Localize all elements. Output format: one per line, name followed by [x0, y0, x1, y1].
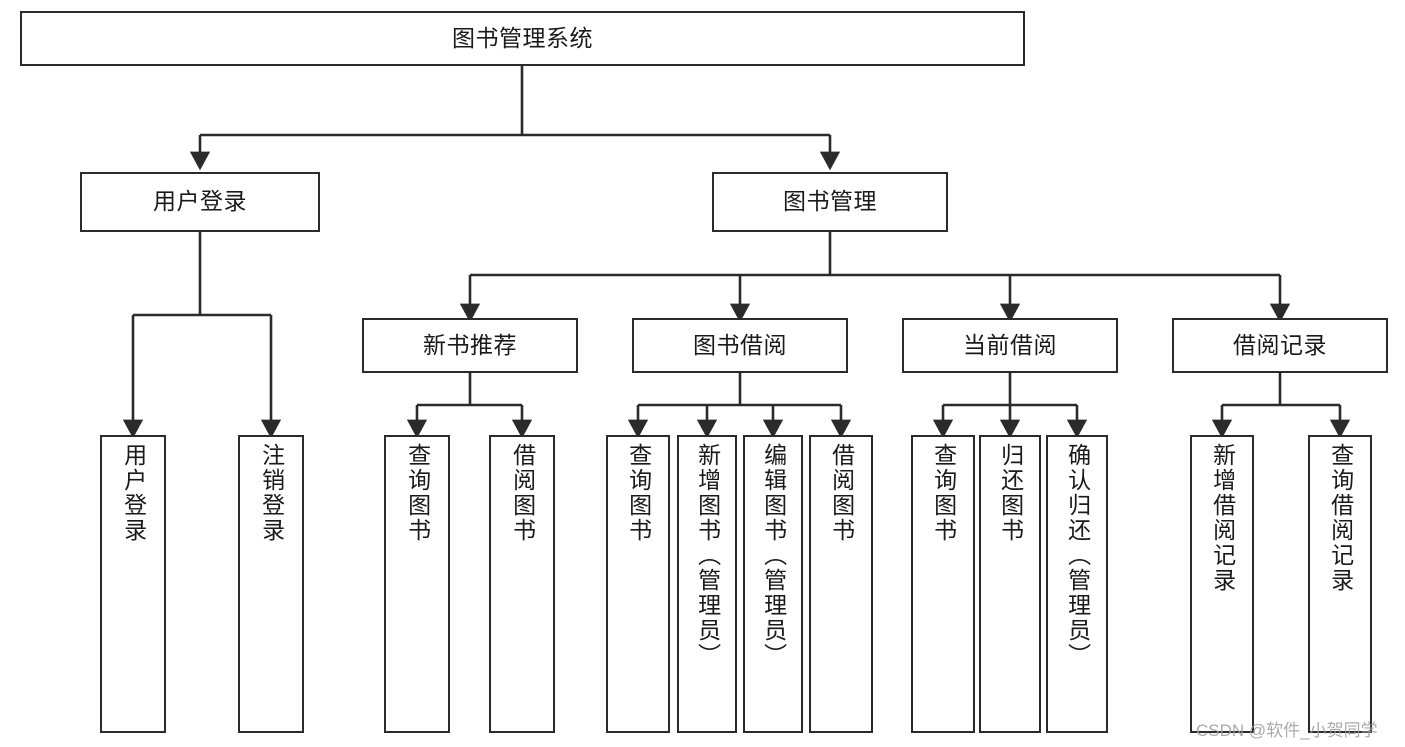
- node-label: 当前借阅: [963, 331, 1057, 358]
- node-leaf-logout-login[interactable]: 注销登录: [238, 435, 304, 733]
- node-root-book-management-system[interactable]: 图书管理系统: [20, 11, 1025, 66]
- node-label: 归还图书: [997, 443, 1024, 543]
- node-leaf-query-borrow-record[interactable]: 查询借阅记录: [1308, 435, 1372, 733]
- node-label: 新书推荐: [423, 331, 517, 358]
- node-label: 用户登录: [120, 443, 147, 543]
- node-label: 用户登录: [153, 188, 247, 215]
- node-label: 编辑图书（管理员）: [760, 443, 787, 668]
- node-label: 确认归还（管理员）: [1064, 443, 1091, 668]
- node-leaf-borrow-book-borrow[interactable]: 借阅图书: [809, 435, 873, 733]
- node-label: 图书管理: [783, 188, 877, 215]
- node-label: 新增图书（管理员）: [694, 443, 721, 668]
- node-leaf-borrow-book-recommend[interactable]: 借阅图书: [489, 435, 555, 733]
- node-leaf-return-book[interactable]: 归还图书: [979, 435, 1041, 733]
- node-label: 查询借阅记录: [1327, 443, 1354, 593]
- node-book-management[interactable]: 图书管理: [712, 172, 948, 232]
- node-label: 借阅图书: [509, 443, 536, 543]
- node-label: 新增借阅记录: [1209, 443, 1236, 593]
- node-leaf-add-book-admin[interactable]: 新增图书（管理员）: [677, 435, 737, 733]
- node-leaf-edit-book-admin[interactable]: 编辑图书（管理员）: [743, 435, 803, 733]
- csdn-watermark: CSDN @软件_小贺同学: [1196, 721, 1378, 740]
- node-leaf-add-borrow-record[interactable]: 新增借阅记录: [1190, 435, 1254, 733]
- node-label: 注销登录: [258, 443, 285, 543]
- node-borrow-record[interactable]: 借阅记录: [1172, 318, 1388, 373]
- node-new-book-recommend[interactable]: 新书推荐: [362, 318, 578, 373]
- node-label: 查询图书: [625, 443, 652, 543]
- node-leaf-query-book-borrow[interactable]: 查询图书: [606, 435, 670, 733]
- node-leaf-query-book-current[interactable]: 查询图书: [911, 435, 975, 733]
- node-label: 查询图书: [404, 443, 431, 543]
- node-user-login[interactable]: 用户登录: [80, 172, 320, 232]
- node-label: 查询图书: [930, 443, 957, 543]
- node-current-borrow[interactable]: 当前借阅: [902, 318, 1118, 373]
- node-label: 图书管理系统: [452, 24, 593, 51]
- node-leaf-user-login[interactable]: 用户登录: [100, 435, 166, 733]
- node-label: 借阅记录: [1233, 331, 1327, 358]
- node-leaf-query-book-recommend[interactable]: 查询图书: [384, 435, 450, 733]
- node-book-borrow[interactable]: 图书借阅: [632, 318, 848, 373]
- node-label: 借阅图书: [828, 443, 855, 543]
- node-leaf-confirm-return-admin[interactable]: 确认归还（管理员）: [1046, 435, 1108, 733]
- node-label: 图书借阅: [693, 331, 787, 358]
